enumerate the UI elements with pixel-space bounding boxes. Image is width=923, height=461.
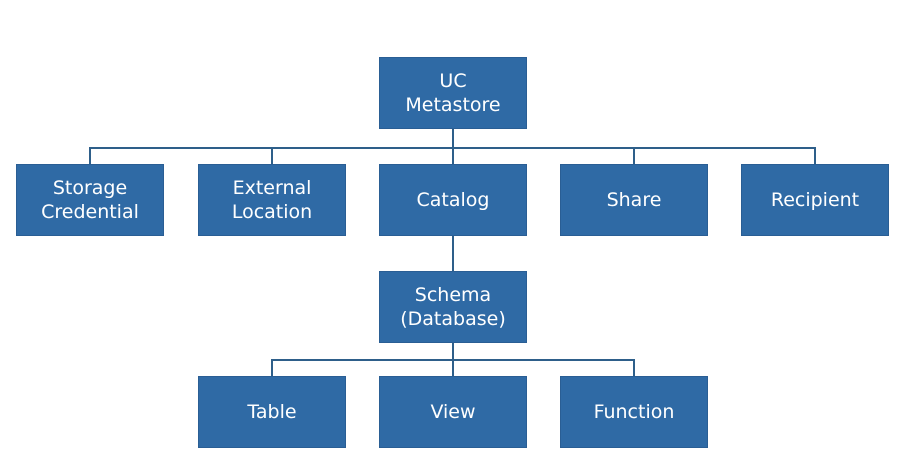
node-label-line: (Database) [400,308,506,330]
node-label-line: Recipient [770,189,860,211]
node-label-line: External [232,177,312,199]
node-label-line: Schema [414,284,492,306]
node-table: Table [198,376,346,448]
node-share: Share [560,164,708,236]
node-catalog: Catalog [379,164,527,236]
node-uc-metastore: UC Metastore [379,57,527,129]
node-recipient: Recipient [741,164,889,236]
node-label-line: Storage [52,177,128,199]
node-label-line: UC [439,70,467,92]
node-label-line: Catalog [416,189,490,211]
node-external-location: External Location [198,164,346,236]
node-schema-database: Schema (Database) [379,271,527,343]
node-label-line: Location [231,201,313,223]
node-function: Function [560,376,708,448]
node-label-line: Function [593,401,675,423]
node-label-line: View [430,401,476,423]
node-view: View [379,376,527,448]
node-label-line: Metastore [405,94,501,116]
node-label-line: Table [247,401,297,423]
node-label-line: Credential [41,201,139,223]
node-storage-credential: Storage Credential [16,164,164,236]
node-label-line: Share [606,189,662,211]
